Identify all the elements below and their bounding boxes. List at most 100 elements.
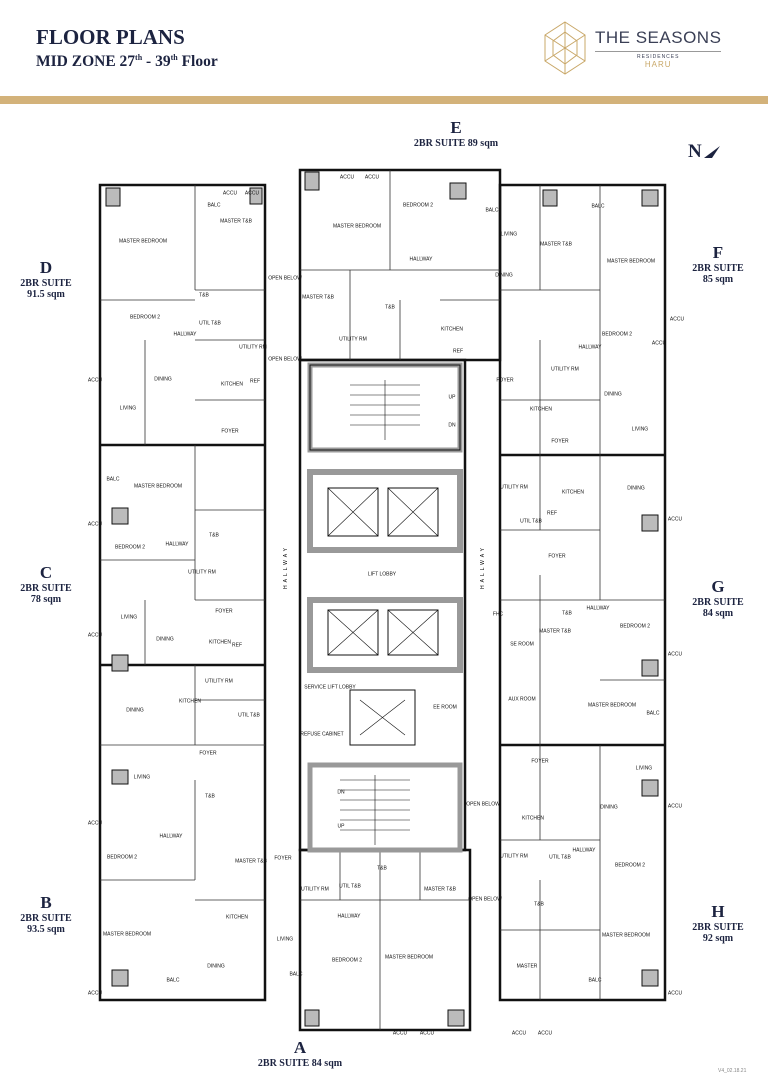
room-label: AUX ROOM <box>508 696 536 703</box>
room-label: KITCHEN <box>441 326 463 333</box>
room-label: ACCU <box>87 820 103 827</box>
unit-area: 78 sqm <box>30 594 62 605</box>
room-label: LIVING <box>276 936 294 943</box>
version-label: V4_02.18.21 <box>718 1068 747 1074</box>
room-label: MASTER T&B <box>540 241 572 248</box>
room-label: BALC <box>166 977 180 984</box>
unit-letter: D <box>39 258 53 277</box>
room-label: BALC <box>646 710 660 717</box>
room-label: KITCHEN <box>226 914 248 921</box>
room-label: UTILITY RM <box>188 569 216 576</box>
room-label: OPEN BELOW <box>268 356 302 363</box>
unit-area: 92 sqm <box>702 933 734 944</box>
room-label: FOYER <box>274 855 292 862</box>
room-label: FOYER <box>548 553 566 560</box>
unit-type: 2BR SUITE <box>20 583 72 594</box>
room-label: UP <box>448 394 456 401</box>
room-label: ACCU <box>651 340 667 347</box>
room-label: KITCHEN <box>522 815 544 822</box>
unit-desc: 2BR SUITE 84 sqm <box>257 1058 343 1069</box>
room-label: FOYER <box>199 750 217 757</box>
unit-desc: 2BR SUITE 89 sqm <box>413 138 499 149</box>
unit-letter: E <box>450 118 462 137</box>
unit-type: 2BR SUITE <box>692 597 744 608</box>
unit-letter: F <box>712 243 724 262</box>
room-label: ACCU <box>669 316 685 323</box>
subtitle-part: MID ZONE 27 <box>36 53 136 71</box>
unit-letter: A <box>293 1038 307 1057</box>
room-label: MASTER BEDROOM <box>133 483 183 490</box>
room-label: OPEN BELOW <box>466 801 500 808</box>
room-label: ACCU <box>667 516 683 523</box>
unit-type: 2BR SUITE <box>692 922 744 933</box>
unit-area: 85 sqm <box>702 274 734 285</box>
room-label: BEDROOM 2 <box>614 862 646 869</box>
room-label: FOYER <box>215 608 233 615</box>
hexagon-star-logo-icon <box>544 21 586 75</box>
unit-type: 2BR SUITE <box>20 278 72 289</box>
room-label: BEDROOM 2 <box>106 854 138 861</box>
gold-divider <box>0 96 768 104</box>
north-label: N <box>688 141 702 162</box>
subtitle-sup: th <box>135 53 143 62</box>
unit-area: 91.5 sqm <box>27 289 65 300</box>
north-indicator: N <box>688 141 722 163</box>
room-label: KITCHEN <box>530 406 552 413</box>
room-label: REF <box>453 348 463 355</box>
room-label: DINING <box>126 707 144 714</box>
room-label: BALC <box>485 207 499 214</box>
room-label: UTILITY RM <box>500 853 528 860</box>
page-subtitle: MID ZONE 27th - 39th Floor <box>36 48 218 72</box>
room-label: HALLWAY <box>165 541 189 548</box>
room-label: DN <box>337 789 345 796</box>
page-title-block: FLOOR PLANS MID ZONE 27th - 39th Floor <box>36 26 218 72</box>
room-label: ACCU <box>667 651 683 658</box>
room-label: ACCU <box>87 377 103 384</box>
room-label: MASTER T&B <box>424 886 456 893</box>
room-label: KITCHEN <box>562 489 584 496</box>
room-label: ACCU <box>364 174 380 181</box>
room-label: ACCU <box>419 1030 435 1037</box>
room-label: BEDROOM 2 <box>601 331 633 338</box>
room-label: DINING <box>600 804 618 811</box>
room-label: UTILITY RM <box>339 336 367 343</box>
unit-area: 84 sqm <box>702 608 734 619</box>
room-label: HALLWAY <box>578 344 602 351</box>
room-label: ACCU <box>339 174 355 181</box>
room-label: T&B <box>534 901 544 908</box>
room-label: REF <box>250 378 260 385</box>
room-label: DN <box>448 422 456 429</box>
room-label: DINING <box>604 391 622 398</box>
room-label: T&B <box>199 292 209 299</box>
room-label: MASTER <box>516 963 538 970</box>
room-label: HALLWAY <box>572 847 596 854</box>
room-label: LIVING <box>500 231 518 238</box>
room-label: FOYER <box>496 377 514 384</box>
room-label: MASTER BEDROOM <box>118 238 168 245</box>
room-label: ACCU <box>87 632 103 639</box>
room-label: LIVING <box>635 765 653 772</box>
room-label: LIVING <box>133 774 151 781</box>
room-label: UTILITY RM <box>239 344 267 351</box>
subtitle-part: - 39 <box>142 53 171 71</box>
room-label: ACCU <box>87 990 103 997</box>
room-label: UTIL T&B <box>520 518 542 525</box>
room-label: UTILITY RM <box>205 678 233 685</box>
room-label: FHC <box>492 611 504 618</box>
room-label: SE ROOM <box>510 641 534 648</box>
room-label: BALC <box>106 476 120 483</box>
unit-area: 93.5 sqm <box>27 924 65 935</box>
room-label: T&B <box>205 793 215 800</box>
room-label: MASTER BEDROOM <box>601 932 651 939</box>
room-label: ACCU <box>392 1030 408 1037</box>
room-label: MASTER T&B <box>539 628 571 635</box>
room-label: UTILITY RM <box>551 366 579 373</box>
room-label: BEDROOM 2 <box>129 314 161 321</box>
room-label: BALC <box>207 202 221 209</box>
